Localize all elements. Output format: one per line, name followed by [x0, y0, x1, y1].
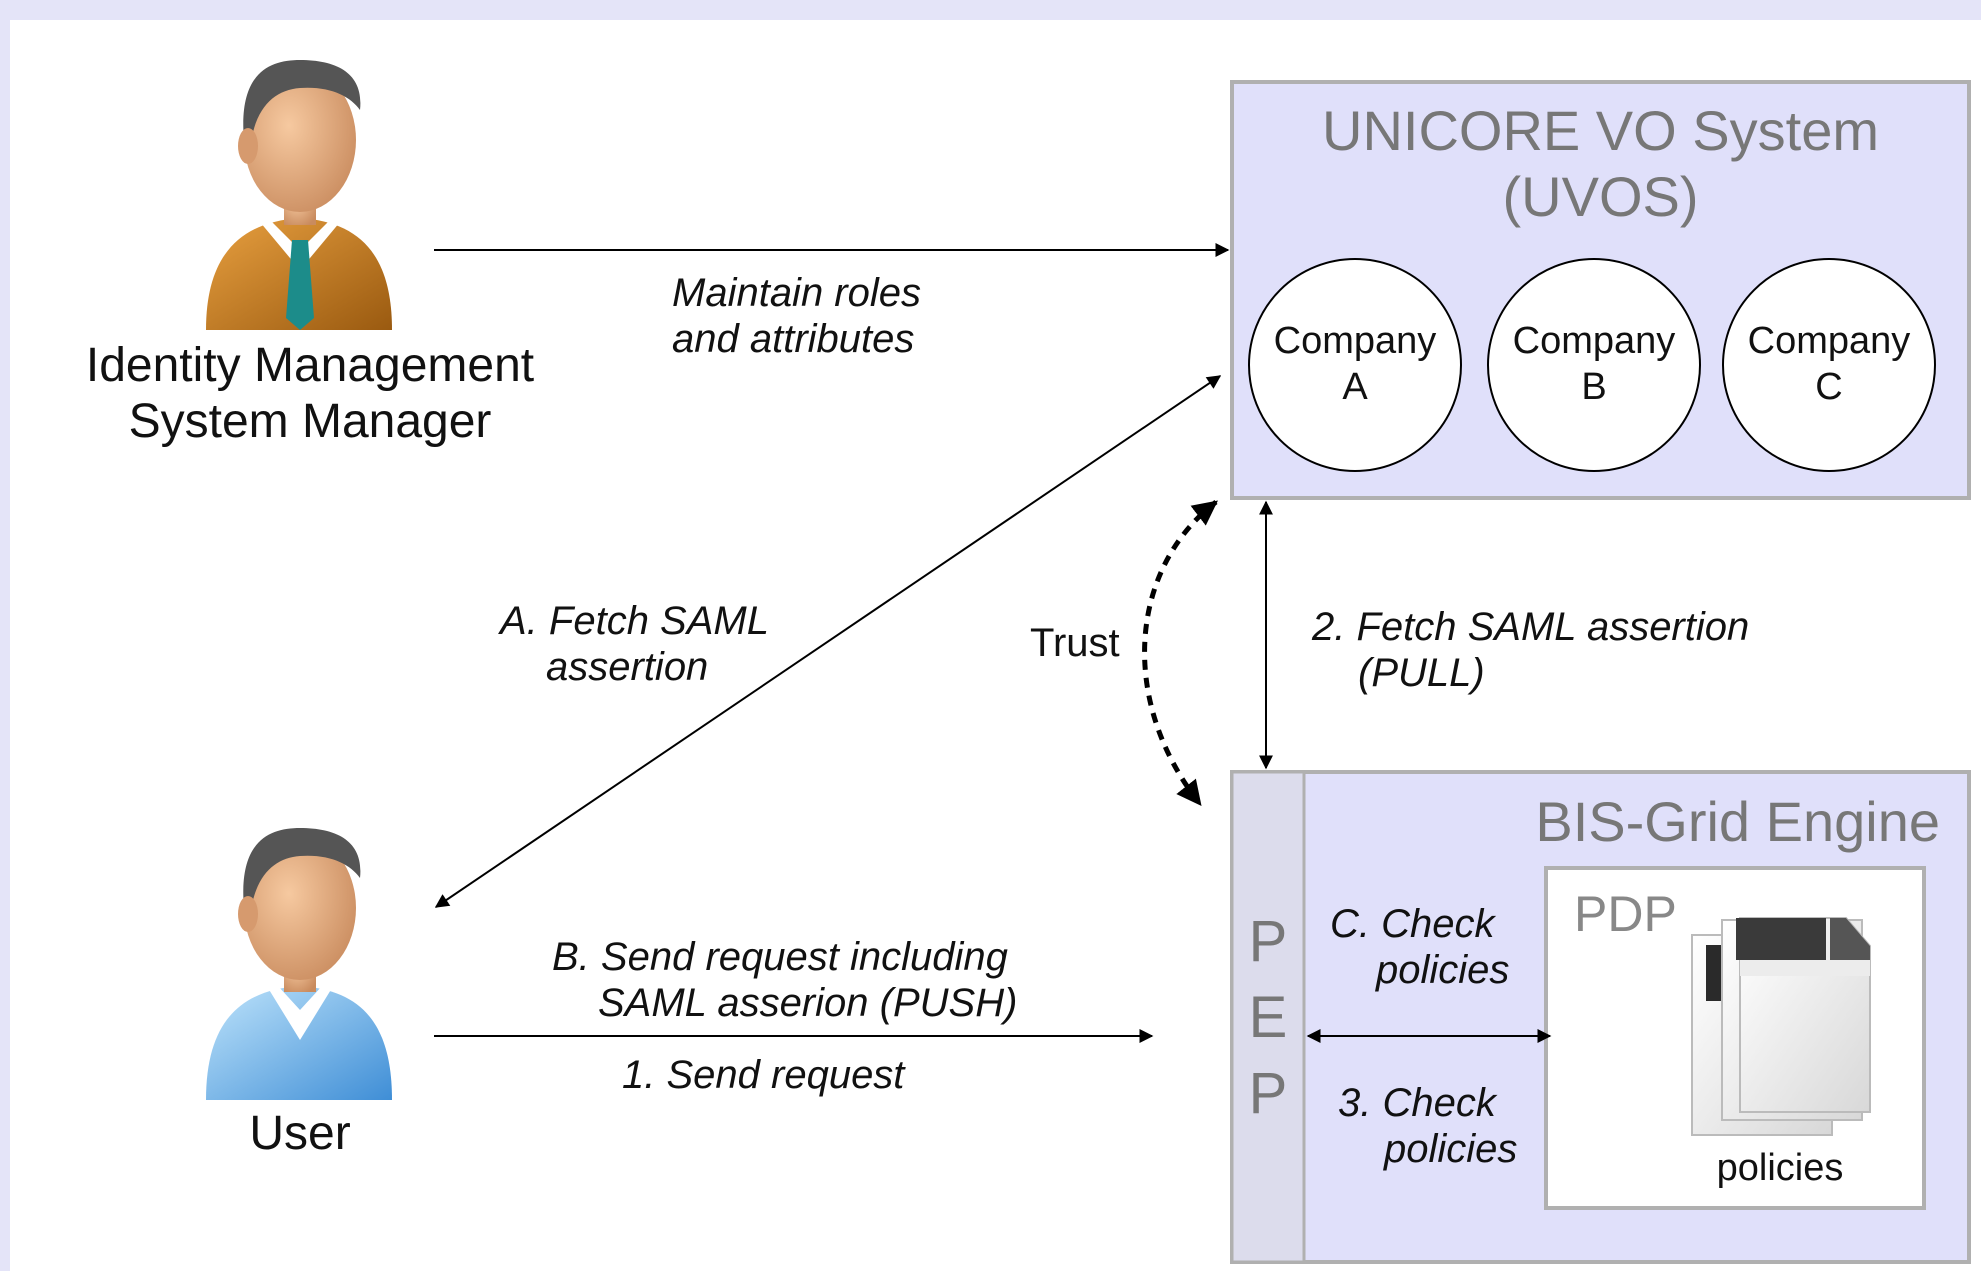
trust-label: Trust	[1030, 621, 1120, 665]
pdp-label: PDP	[1574, 886, 1677, 942]
trust-arrow	[1142, 500, 1218, 806]
check-c-line1: C. Check	[1330, 902, 1495, 946]
fetch-a-label: A. Fetch SAML assertion	[500, 598, 769, 690]
check-c-label: C. Check policies	[1330, 901, 1509, 993]
fetch-a-line2: assertion	[546, 645, 709, 689]
send-b-line2: SAML asserion (PUSH)	[598, 981, 1018, 1025]
policies-label: policies	[1716, 1147, 1844, 1189]
pep-bar	[1230, 770, 1306, 1264]
pep-label: P E P	[1232, 904, 1304, 1132]
company-c-line2: C	[1815, 366, 1843, 408]
pep-letter-3: P	[1248, 1061, 1288, 1126]
check-c-line2: policies	[1376, 948, 1510, 992]
send-1-label: 1. Send request	[622, 1053, 905, 1097]
user-person-icon	[206, 828, 392, 1100]
maintain-label: Maintain roles and attributes	[672, 270, 921, 362]
check-3-line2: policies	[1384, 1127, 1518, 1171]
check-3-label: 3. Check policies	[1338, 1080, 1517, 1172]
check-3-line1: 3. Check	[1338, 1081, 1496, 1125]
fetch-2-line2: (PULL)	[1358, 651, 1485, 695]
fetch-a-line1: A. Fetch SAML	[500, 599, 769, 643]
pep-letter-2: E	[1248, 985, 1288, 1050]
company-c-circle	[1722, 258, 1936, 472]
company-b-circle	[1487, 258, 1701, 472]
maintain-line1: Maintain roles	[672, 271, 922, 315]
manager-businessman-icon	[206, 60, 392, 330]
send-b-line1: B. Send request including	[552, 935, 1008, 979]
manager-label-line1: Identity Management	[85, 339, 535, 392]
fetch-2-label: 2. Fetch SAML assertion (PULL)	[1312, 604, 1749, 696]
pep-letter-1: P	[1248, 909, 1288, 974]
uvos-title-line2: (UVOS)	[1502, 165, 1699, 228]
company-a-line1: Company	[1273, 320, 1437, 362]
manager-label: Identity Management System Manager	[30, 338, 590, 450]
company-a-line2: A	[1342, 366, 1368, 408]
send-b-label: B. Send request including SAML asserion …	[552, 934, 1017, 1026]
company-c-label: Company C	[1723, 318, 1935, 410]
maintain-line2: and attributes	[672, 317, 915, 361]
company-a-label: Company A	[1249, 318, 1461, 410]
manager-label-line2: System Manager	[128, 395, 492, 448]
company-a-circle	[1248, 258, 1462, 472]
company-b-line2: B	[1581, 366, 1607, 408]
company-c-line1: Company	[1747, 320, 1911, 362]
user-label: User	[249, 1107, 351, 1160]
engine-title: BIS-Grid Engine	[1535, 790, 1940, 853]
company-b-line1: Company	[1512, 320, 1676, 362]
fetch-saml-a-arrow	[434, 375, 1222, 908]
company-b-label: Company B	[1488, 318, 1700, 410]
uvos-title-line1: UNICORE VO System	[1322, 99, 1879, 162]
policies-documents-icon	[1691, 917, 1871, 1136]
fetch-2-line1: 2. Fetch SAML assertion	[1312, 605, 1750, 649]
uvos-title: UNICORE VO System (UVOS)	[1232, 98, 1969, 230]
